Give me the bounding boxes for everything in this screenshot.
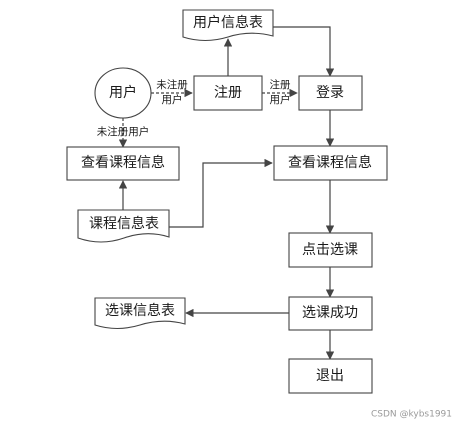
edge-user-table-to-login bbox=[263, 26, 335, 77]
node-select-table-label: 选课信息表 bbox=[105, 302, 175, 319]
node-select-table: 选课信息表 bbox=[94, 297, 186, 330]
edge-label-registered-a: 注册 bbox=[270, 78, 291, 91]
edges bbox=[118, 26, 335, 360]
node-view-course-right-label: 查看课程信息 bbox=[288, 154, 372, 171]
node-exit: 退出 bbox=[288, 358, 373, 394]
edge-label-unregistered-1a: 未注册 bbox=[156, 78, 188, 91]
edge-label-unregistered-2: 未注册用户 bbox=[97, 125, 150, 138]
node-user-label: 用户 bbox=[109, 84, 137, 101]
node-course-table-label: 课程信息表 bbox=[89, 215, 159, 232]
node-click-select-label: 点击选课 bbox=[302, 242, 358, 258]
node-view-course-left: 查看课程信息 bbox=[66, 146, 180, 181]
edge-labels: 未注册 用户 注册 用户 未注册用户 bbox=[97, 78, 291, 138]
node-register-label: 注册 bbox=[214, 85, 242, 101]
edge-label-unregistered-1b: 用户 bbox=[162, 93, 183, 106]
node-view-course-left-label: 查看课程信息 bbox=[81, 154, 165, 171]
node-course-table: 课程信息表 bbox=[77, 209, 170, 243]
edge-course-table-to-view-course-right bbox=[169, 158, 273, 228]
node-select-success-label: 选课成功 bbox=[302, 305, 358, 321]
node-user-table: 用户信息表 bbox=[182, 9, 274, 42]
node-login: 登录 bbox=[298, 75, 363, 111]
watermark: CSDN @kybs1991 bbox=[371, 410, 452, 420]
edge-label-registered-b: 用户 bbox=[270, 93, 291, 106]
node-select-success: 选课成功 bbox=[288, 296, 373, 331]
node-user-table-label: 用户信息表 bbox=[193, 14, 263, 31]
node-click-select: 点击选课 bbox=[288, 232, 373, 268]
node-register: 注册 bbox=[193, 75, 263, 111]
node-view-course-right: 查看课程信息 bbox=[273, 145, 388, 181]
node-user: 用户 bbox=[94, 67, 152, 119]
node-login-label: 登录 bbox=[316, 85, 344, 101]
node-exit-label: 退出 bbox=[316, 368, 344, 384]
